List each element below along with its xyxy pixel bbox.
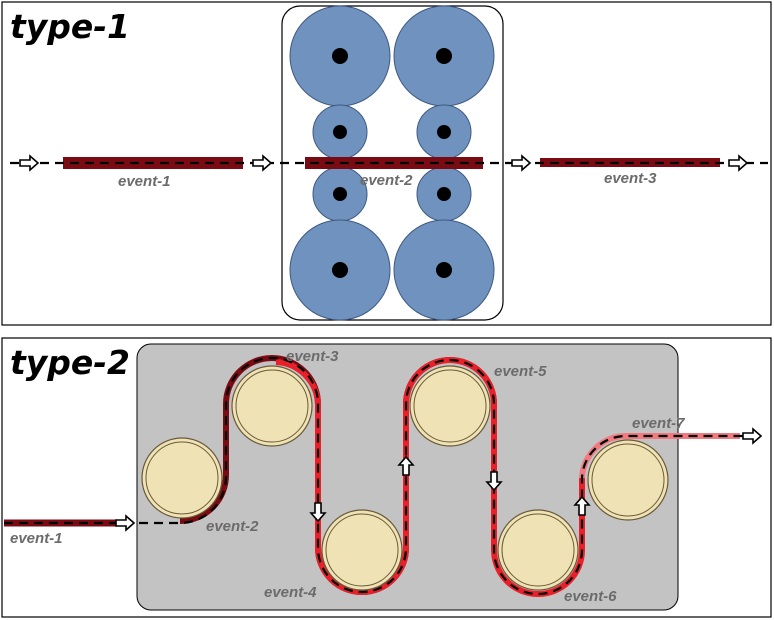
- event-label: event-1: [10, 530, 63, 547]
- event-label: event-3: [604, 170, 657, 187]
- drums: [141, 365, 669, 591]
- panel-title: type-1: [10, 7, 130, 46]
- travel-path: [4, 356, 760, 596]
- event-label: event-7: [632, 415, 685, 432]
- panel-type-1: type-1: [1, 1, 772, 326]
- event-label: event-4: [264, 584, 317, 601]
- panel-type-2: type-2: [1, 337, 772, 618]
- event-label: event-6: [564, 588, 617, 605]
- event-label: event-5: [494, 363, 547, 380]
- panel-title: type-2: [10, 343, 130, 382]
- event-label: event-2: [206, 518, 259, 535]
- event-label: event-1: [118, 173, 171, 190]
- event-label: event-2: [360, 172, 413, 189]
- work-rolls: [289, 5, 495, 321]
- event-label: event-3: [286, 348, 339, 365]
